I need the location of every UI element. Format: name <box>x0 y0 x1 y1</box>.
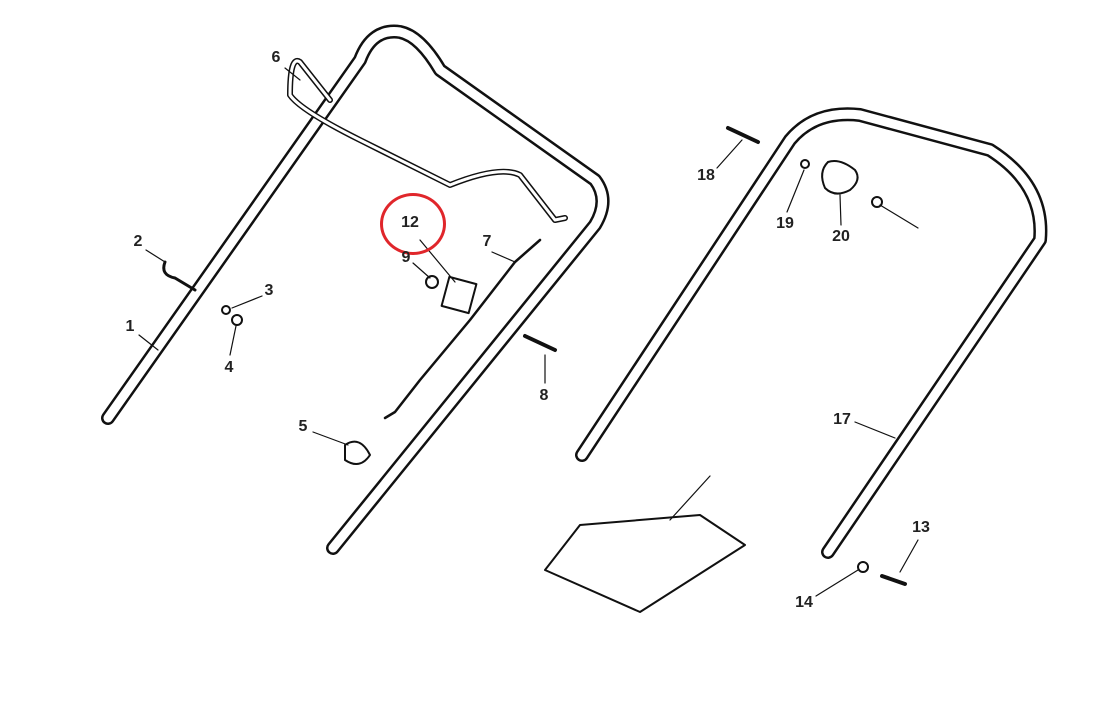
nut <box>231 314 243 326</box>
part-label-5[interactable]: 5 <box>298 418 308 435</box>
washer-14 <box>857 561 869 573</box>
part-label-8[interactable]: 8 <box>539 387 549 404</box>
upper-handle <box>101 24 610 555</box>
part-label-18[interactable]: 20 <box>832 228 850 245</box>
part-label-1[interactable]: 1 <box>125 318 135 335</box>
part-label-7[interactable]: 7 <box>482 233 492 250</box>
part-label-13[interactable]: 13 <box>912 519 930 536</box>
hook-bolt <box>162 260 197 292</box>
part-label-12[interactable]: 12 <box>401 214 419 231</box>
part-label-9[interactable]: 9 <box>401 249 411 266</box>
cable-clip <box>440 275 478 315</box>
bolt-13 <box>880 574 907 586</box>
cable <box>383 238 542 420</box>
part-label-17[interactable]: 19 <box>776 215 794 232</box>
part-label-4[interactable]: 4 <box>224 359 234 376</box>
highlight-circle <box>380 193 446 255</box>
washer <box>221 305 231 315</box>
bolt-16 <box>726 126 760 144</box>
bag-20 <box>544 514 746 613</box>
knob-18 <box>821 160 859 195</box>
part-label-15[interactable]: 17 <box>833 411 851 428</box>
washer-17 <box>800 159 810 169</box>
nut-19 <box>871 196 883 208</box>
part-label-2[interactable]: 2 <box>133 233 143 250</box>
clip-5 <box>344 440 371 465</box>
nut-9 <box>425 275 439 289</box>
bolt-8 <box>523 334 557 352</box>
part-label-14[interactable]: 14 <box>795 594 813 611</box>
part-label-6[interactable]: 6 <box>271 49 281 66</box>
part-label-3[interactable]: 3 <box>264 282 274 299</box>
part-label-16[interactable]: 18 <box>697 167 715 184</box>
